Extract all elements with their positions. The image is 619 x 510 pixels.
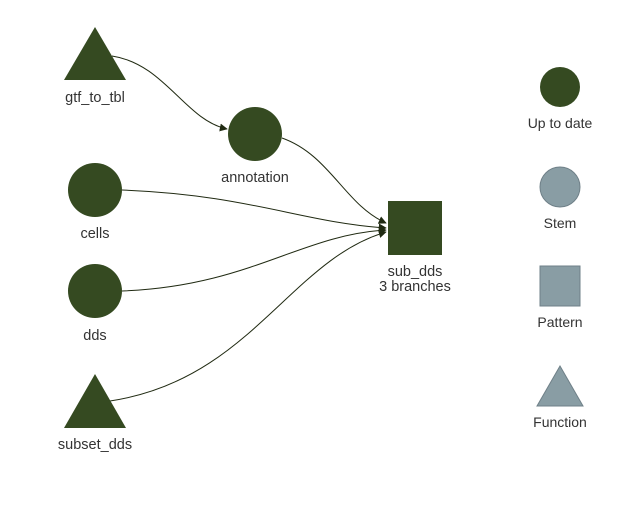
node-label-cells: cells	[80, 226, 110, 242]
edge-annotation-to-sub-dds	[281, 137, 387, 224]
legend-up-to-date-circle	[540, 67, 580, 107]
legend-label-up-to-date: Up to date	[527, 115, 593, 131]
legend-label-pattern: Pattern	[537, 314, 583, 330]
legend-function-triangle	[536, 364, 584, 407]
node-label-dds: dds	[83, 328, 107, 344]
node-sub-dds-square[interactable]	[388, 201, 442, 255]
node-label-subset-dds: subset_dds	[57, 437, 133, 453]
legend-pattern-square	[539, 265, 581, 307]
node-label-sub-dds: sub_dds	[387, 264, 443, 280]
nodes	[64, 27, 442, 428]
node-annotation-circle[interactable]	[228, 107, 282, 161]
node-dds-circle[interactable]	[68, 264, 122, 318]
legend-label-stem: Stem	[543, 215, 577, 231]
edges	[109, 55, 387, 402]
legend	[536, 67, 584, 407]
edge-subset-dds-to-sub-dds	[109, 230, 387, 402]
node-label-annotation: annotation	[221, 170, 289, 186]
edge-gtf-to-tbl-to-annotation	[111, 55, 228, 132]
node-gtf-to-tbl-triangle[interactable]	[64, 27, 126, 80]
node-sublabel-sub-dds-branches: 3 branches	[379, 279, 451, 295]
edge-cells-to-sub-dds	[121, 189, 387, 232]
edge-dds-to-sub-dds	[121, 226, 387, 292]
node-label-gtf-to-tbl: gtf_to_tbl	[65, 90, 125, 106]
node-subset-dds-triangle[interactable]	[64, 374, 126, 428]
node-cells-circle[interactable]	[68, 163, 122, 217]
legend-stem-circle	[539, 166, 581, 208]
legend-label-function: Function	[533, 414, 587, 430]
